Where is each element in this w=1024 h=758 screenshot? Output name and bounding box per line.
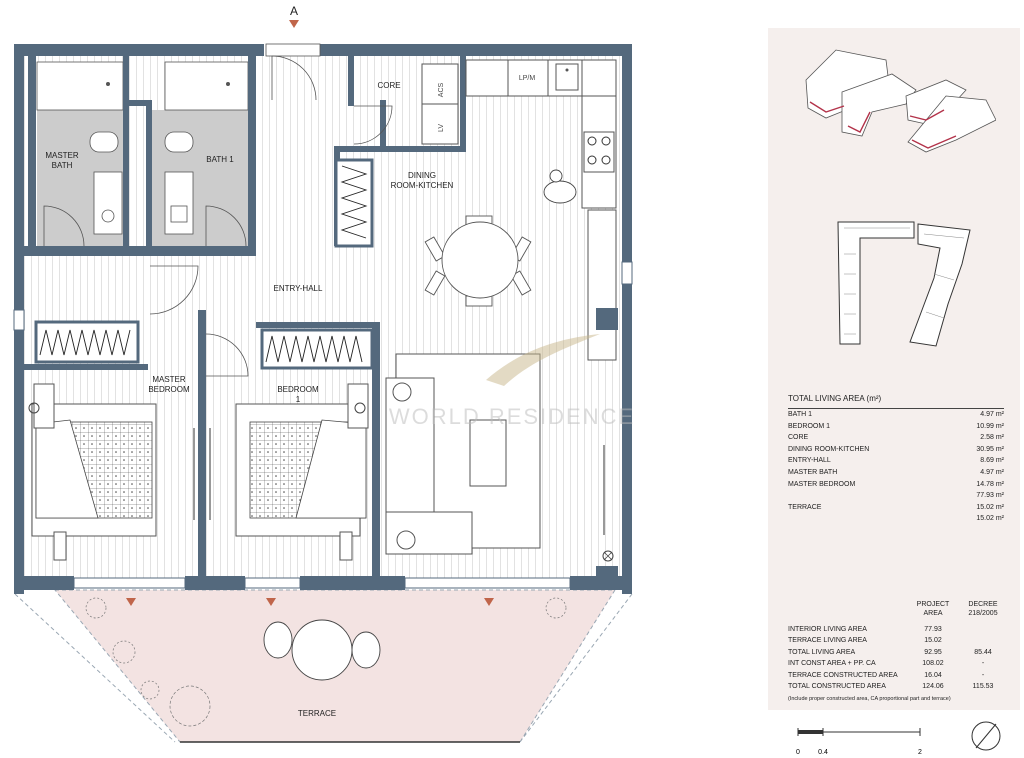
dining-table <box>424 215 532 307</box>
scale-bar: 0 0.4 2 <box>796 721 1001 756</box>
closet-hatch <box>39 329 131 356</box>
room-label-entry: ENTRY-HALL <box>274 284 323 293</box>
dining-closet <box>334 158 374 248</box>
area-subtotal: 15.02 m² <box>976 515 1004 523</box>
terrace-dashed-line <box>14 593 176 743</box>
closet-hatch <box>265 335 363 363</box>
side-cabinet <box>587 209 617 361</box>
closet-hatch <box>340 165 368 239</box>
north-arrow-icon <box>971 721 1001 751</box>
sofa-chaise <box>385 511 473 555</box>
summary-note: (Include proper constructed area, CA pro… <box>788 696 951 702</box>
view-markers <box>126 20 494 606</box>
svg-text:WORLD RESIDENCE: WORLD RESIDENCE <box>389 404 635 429</box>
person-figure <box>543 169 577 204</box>
room-label-core: CORE <box>377 81 400 90</box>
windows <box>13 261 633 589</box>
bed-1-cover <box>295 419 367 519</box>
scale-tick-1: 0.4 <box>818 749 828 756</box>
side-table <box>53 531 67 561</box>
label-lpm: LP/M <box>519 75 536 82</box>
cushion <box>392 382 412 402</box>
cooktop <box>583 131 615 173</box>
terrace-dashed-line <box>519 593 633 743</box>
area-subtotal: 77.93 m² <box>976 492 1004 500</box>
cushion <box>396 530 416 550</box>
master-bed-cover <box>35 419 99 519</box>
nightstand <box>347 383 369 429</box>
coffee-table <box>469 419 507 487</box>
room-label-terrace: TERRACE <box>298 709 336 718</box>
key-plan-icon <box>837 221 971 347</box>
kitchen-counter-top <box>465 59 617 97</box>
side-table <box>339 531 353 561</box>
master-bath-shower <box>36 61 124 111</box>
scale-tick-2: 2 <box>918 749 922 756</box>
building-3d-icon <box>805 49 996 153</box>
plants <box>85 597 567 727</box>
kitchen-sink <box>555 63 579 91</box>
section-marker: A <box>290 4 298 18</box>
room-label-bath-1: BATH 1 <box>206 155 234 164</box>
drain-icon <box>602 550 614 562</box>
scale-tick-0: 0 <box>796 749 800 756</box>
terrace-table <box>263 619 381 681</box>
total-area-title: TOTAL LIVING AREA (m²) <box>788 394 882 403</box>
doors <box>43 43 393 377</box>
column <box>596 308 618 330</box>
watermark-logo: WORLD RESIDENCE <box>389 334 635 429</box>
nightstand <box>33 383 55 429</box>
master-closet <box>34 320 140 364</box>
bath-fixtures <box>89 82 230 235</box>
label-lv: LV <box>438 124 445 132</box>
label-acs: ACS <box>438 82 445 97</box>
column <box>596 566 618 586</box>
bath-1-shower <box>164 61 249 111</box>
